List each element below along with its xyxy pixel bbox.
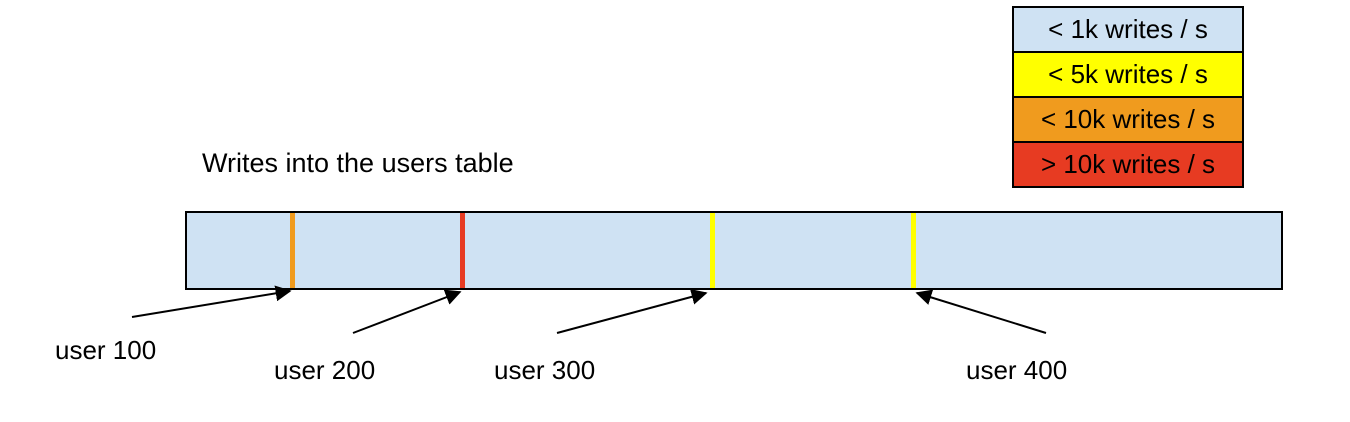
diagram-title: Writes into the users table (202, 148, 514, 178)
user-400-label: user 400 (966, 355, 1068, 385)
user-100-label: user 100 (55, 335, 157, 365)
legend-item-0: < 1k writes / s (1012, 6, 1244, 53)
user-300-label: user 300 (494, 355, 596, 385)
users-table-bar (185, 211, 1283, 290)
legend-item-3: > 10k writes / s (1012, 141, 1244, 188)
user-400-arrow (915, 289, 1047, 334)
user-200-arrow (352, 289, 462, 334)
user-300-arrow (556, 289, 708, 334)
user-200-label: user 200 (274, 355, 376, 385)
legend-item-2: < 10k writes / s (1012, 96, 1244, 143)
user-100-arrow (131, 285, 292, 318)
user-100-stripe (290, 213, 295, 288)
user-400-stripe (911, 213, 916, 288)
legend-item-1: < 5k writes / s (1012, 51, 1244, 98)
user-300-stripe (710, 213, 715, 288)
legend: < 1k writes / s< 5k writes / s< 10k writ… (1012, 6, 1244, 188)
user-200-stripe (460, 213, 465, 288)
